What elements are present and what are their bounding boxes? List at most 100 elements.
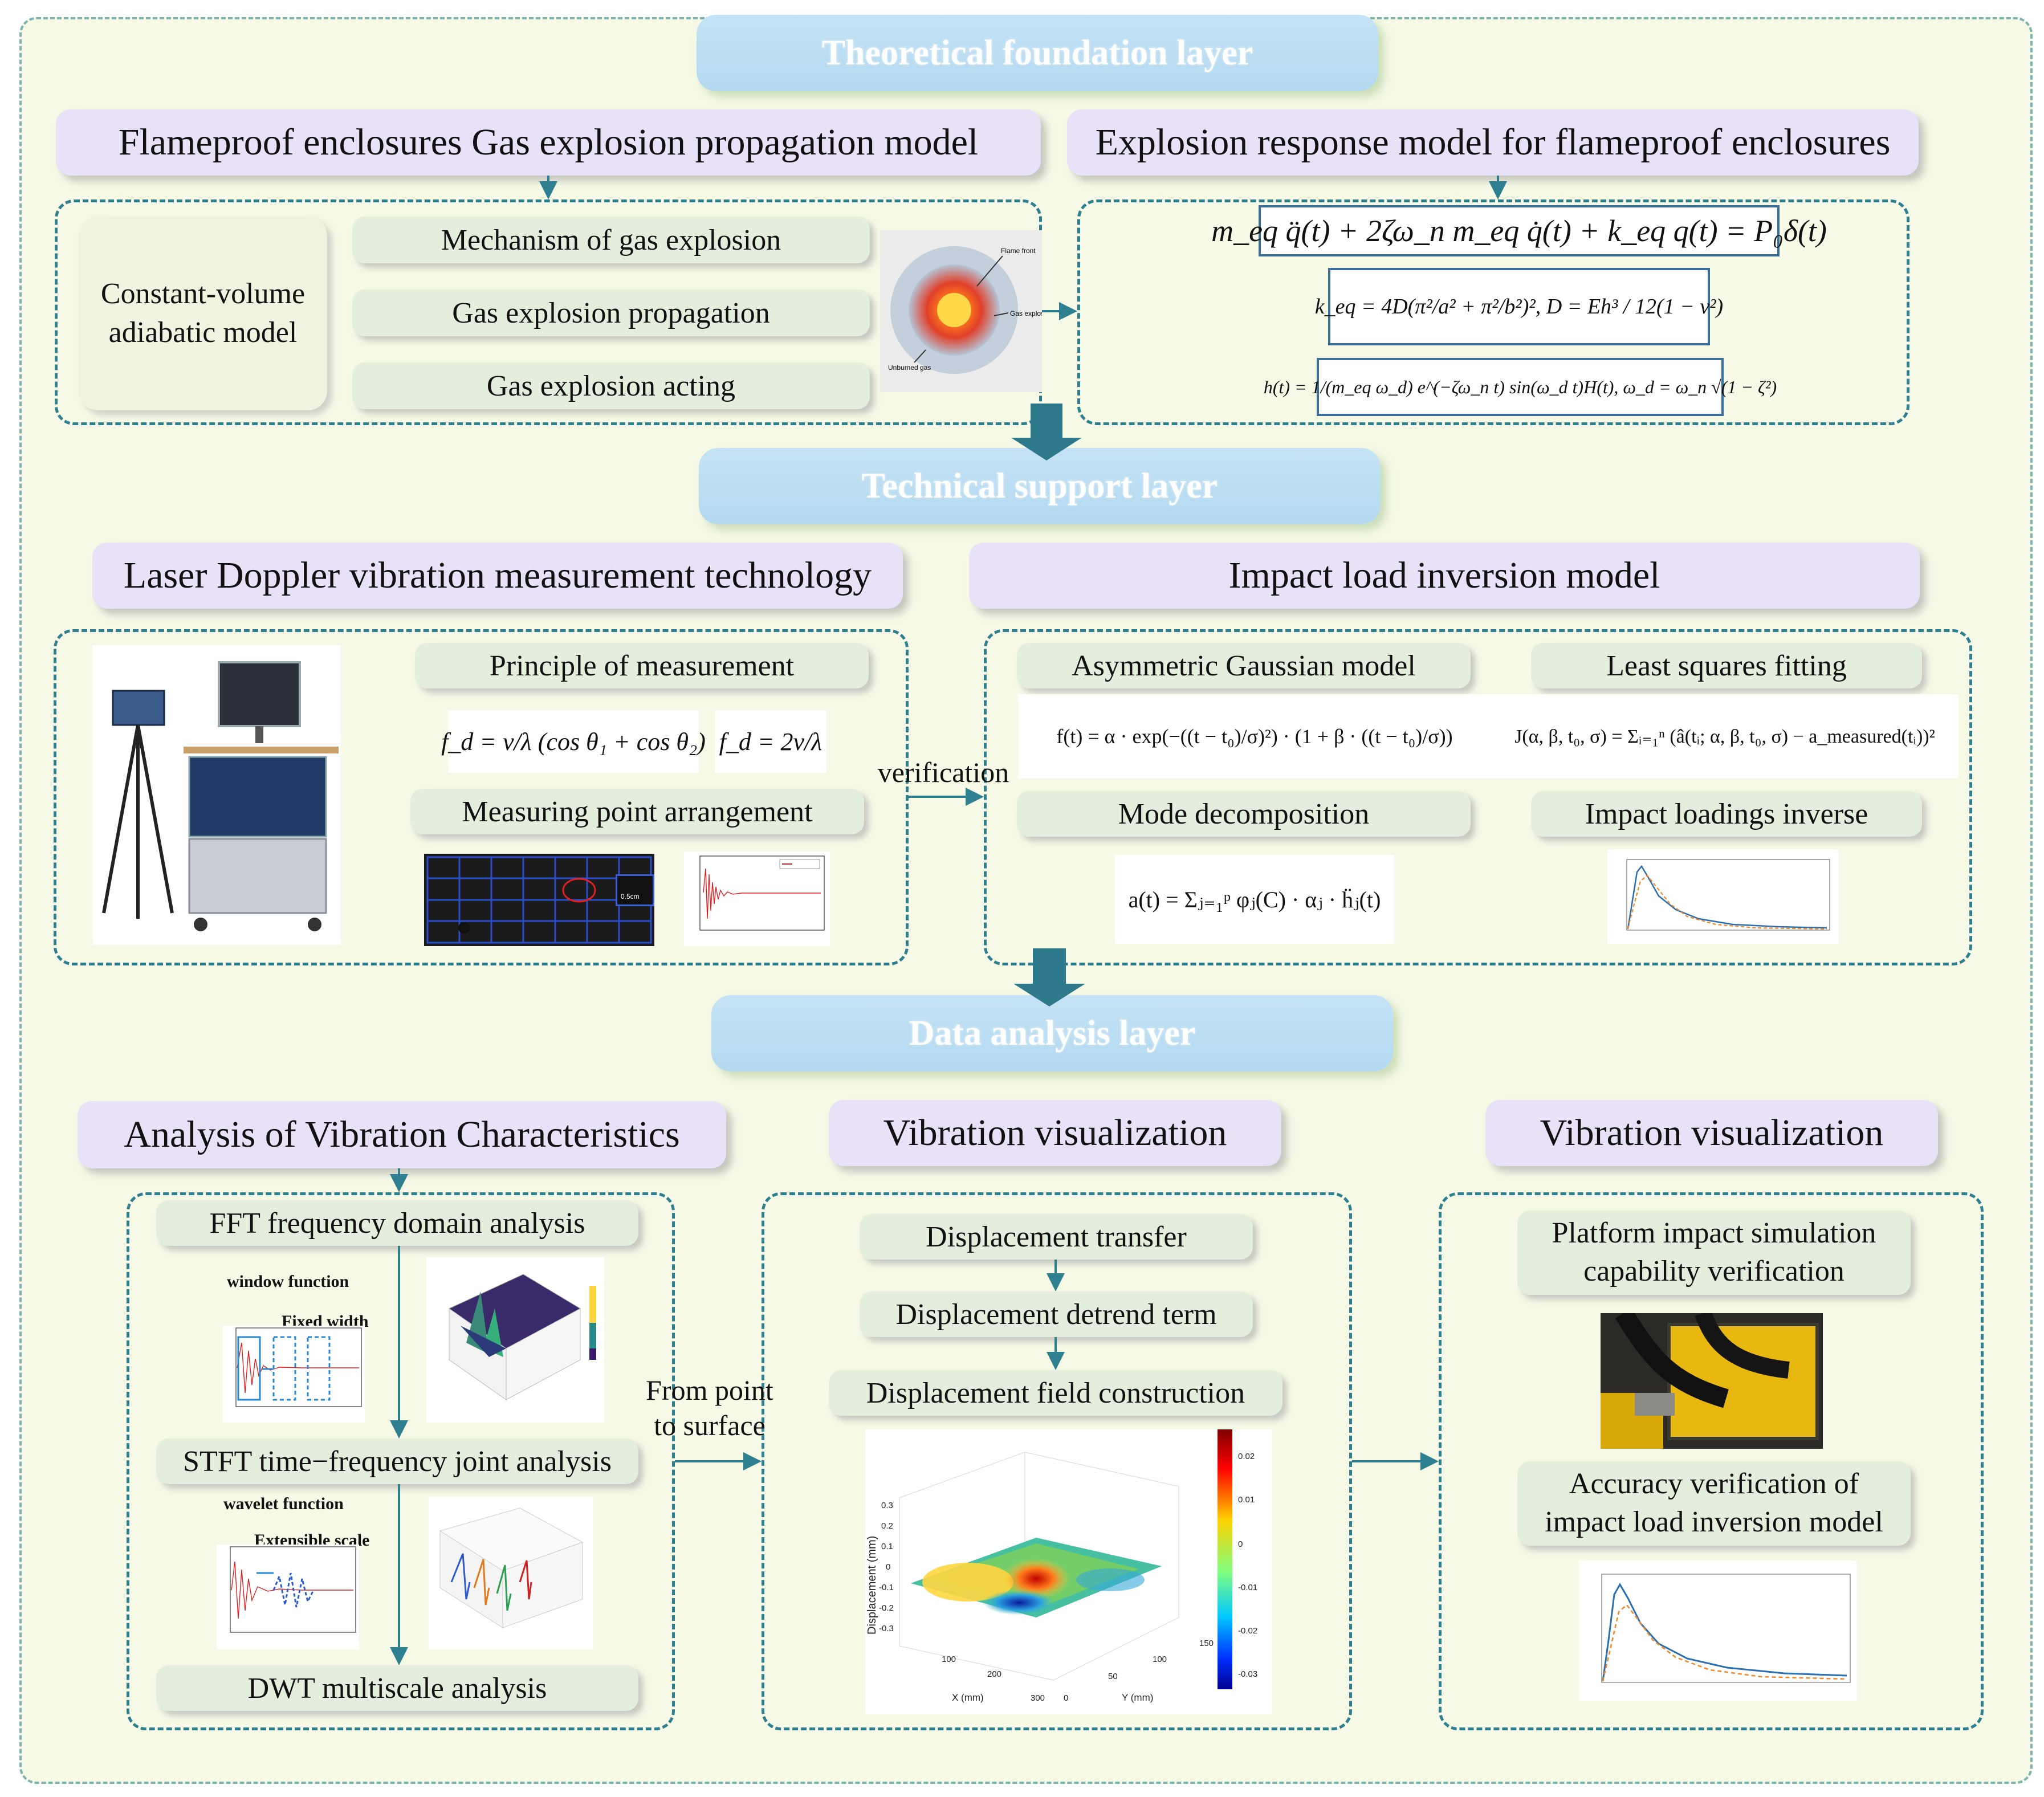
pressure-comparison-plot-large bbox=[1579, 1560, 1857, 1701]
group-vibration-visualization bbox=[762, 1192, 1352, 1730]
flame-core bbox=[937, 293, 971, 327]
svg-text:0: 0 bbox=[886, 1562, 890, 1572]
signal-trace bbox=[703, 868, 821, 919]
grid-lines bbox=[426, 856, 652, 944]
formula-equation-of-motion: m_eq q̈(t) + 2ζω_n m_eq q̇(t) + k_eq q(t… bbox=[1211, 205, 1827, 256]
dwt-level-3 bbox=[496, 1564, 512, 1611]
svg-text:100: 100 bbox=[1153, 1655, 1167, 1664]
title-explosion-response-model: Explosion response model for flameproof … bbox=[1067, 109, 1919, 176]
svg-text:-0.3: -0.3 bbox=[879, 1624, 894, 1633]
box-constant-volume-adiabatic-model: Constant-volume adiabatic model bbox=[79, 217, 327, 410]
label-verification: verification bbox=[877, 756, 1009, 788]
hydraulic-hose-2 bbox=[1695, 1310, 1790, 1379]
colorbar-tick-labels: 0.02 0.01 0 -0.01 -0.02 -0.03 bbox=[1238, 1452, 1257, 1679]
item-gas-explosion-acting: Gas explosion acting bbox=[352, 362, 870, 409]
item-mechanism-of-gas-explosion: Mechanism of gas explosion bbox=[352, 217, 870, 263]
impact-platform-photo bbox=[1601, 1307, 1823, 1449]
group-impact-load-inversion bbox=[984, 629, 1972, 965]
item-asymmetric-gaussian-model: Asymmetric Gaussian model bbox=[1017, 643, 1471, 688]
laser-vibrometer-equipment-photo bbox=[92, 645, 341, 945]
displacement-peak bbox=[1002, 1558, 1070, 1599]
label-gas-explosion: Gas explosion bbox=[1010, 309, 1042, 317]
label-flame-front: Flame front bbox=[1001, 247, 1036, 255]
svg-text:150: 150 bbox=[1199, 1639, 1214, 1648]
wavelet-signal-plot bbox=[217, 1545, 359, 1649]
title-analysis-of-vibration-characteristics: Analysis of Vibration Characteristics bbox=[78, 1101, 726, 1168]
item-fft-frequency-domain-analysis: FFT frequency domain analysis bbox=[156, 1200, 638, 1246]
title-laser-doppler-technology: Laser Doppler vibration measurement tech… bbox=[92, 543, 903, 609]
selected-point-marker bbox=[562, 878, 596, 903]
formula-impulse-response: h(t) = 1/(m_eq ω_d) e^(−ζω_n t) sin(ω_d … bbox=[1264, 358, 1777, 416]
label-from-point-to-surface: From point to surface bbox=[646, 1374, 773, 1442]
item-impact-loadings-inverse: Impact loadings inverse bbox=[1531, 791, 1922, 837]
group-vibration-characteristics bbox=[127, 1192, 675, 1730]
dwt-level-1 bbox=[450, 1553, 471, 1600]
label-window-function: window function bbox=[227, 1272, 349, 1291]
svg-text:200: 200 bbox=[987, 1669, 1001, 1679]
svg-text:0: 0 bbox=[1238, 1539, 1243, 1549]
measuring-point-zoom: 0.5cm bbox=[616, 874, 654, 906]
z-tick-labels: 0.3 0.2 0.1 0 -0.1 -0.2 -0.3 bbox=[879, 1501, 894, 1633]
fft-signal-trace bbox=[237, 1342, 359, 1393]
measured-pressure-curve bbox=[1627, 865, 1827, 930]
item-measuring-point-arrangement: Measuring point arrangement bbox=[410, 789, 864, 834]
formula-asymmetric-gaussian: f(t) = α · exp(−((t − t₀)/σ)²) · (1 + β … bbox=[1018, 694, 1491, 779]
svg-text:-0.2: -0.2 bbox=[879, 1603, 894, 1613]
svg-text:0.2: 0.2 bbox=[881, 1521, 893, 1531]
layer-data-analysis: Data analysis layer bbox=[711, 995, 1393, 1071]
svg-text:0.3: 0.3 bbox=[881, 1501, 893, 1510]
item-displacement-detrend-term: Displacement detrend term bbox=[860, 1291, 1253, 1337]
svg-text:0.01: 0.01 bbox=[1238, 1495, 1255, 1505]
title-impact-load-inversion-model: Impact load inversion model bbox=[969, 543, 1920, 609]
storage-case bbox=[188, 838, 327, 914]
svg-text:300: 300 bbox=[1031, 1693, 1045, 1703]
wavelet-shape bbox=[272, 1572, 315, 1608]
svg-text:50: 50 bbox=[1108, 1672, 1118, 1681]
monitor-screen bbox=[218, 661, 301, 727]
fft-3d-spectrum-plot bbox=[426, 1257, 604, 1423]
gas-explosion-illustration: Flame front Gas explosion Unburned gas bbox=[880, 230, 1053, 392]
item-stft-time-frequency-analysis: STFT time−frequency joint analysis bbox=[156, 1439, 638, 1484]
dwt-level-4 bbox=[519, 1560, 532, 1600]
controller-rack bbox=[188, 756, 327, 838]
svg-text:100: 100 bbox=[942, 1655, 956, 1664]
wavelet-signal-trace bbox=[231, 1561, 353, 1619]
measuring-scale-label: 0.5cm bbox=[621, 893, 640, 900]
svg-text:-0.03: -0.03 bbox=[1238, 1669, 1257, 1679]
z-axis-label: Displacement (mm) bbox=[866, 1536, 878, 1635]
title-vibration-visualization-2: Vibration visualization bbox=[1485, 1100, 1938, 1166]
item-platform-impact-simulation-verification: Platform impact simulation capability ve… bbox=[1517, 1211, 1911, 1295]
item-displacement-field-construction: Displacement field construction bbox=[829, 1370, 1282, 1416]
item-displacement-transfer: Displacement transfer bbox=[860, 1214, 1253, 1260]
displacement-field-3d-plot: 0.3 0.2 0.1 0 -0.1 -0.2 -0.3 Displacemen… bbox=[865, 1429, 1272, 1714]
colorbar bbox=[1218, 1429, 1232, 1689]
fft-window-signal-plot bbox=[222, 1326, 365, 1423]
item-principle-of-measurement: Principle of measurement bbox=[415, 643, 869, 688]
formula-doppler-frequency: f_d = v/λ (cos θ₁ + cos θ₂) bbox=[441, 710, 706, 773]
svg-text:-0.02: -0.02 bbox=[1238, 1626, 1257, 1636]
vibration-signal-plot bbox=[684, 851, 830, 946]
item-dwt-multiscale-analysis: DWT multiscale analysis bbox=[156, 1665, 638, 1711]
svg-text:0.1: 0.1 bbox=[881, 1542, 893, 1551]
x-tick-labels: 100 200 300 bbox=[942, 1655, 1045, 1703]
pressure-comparison-plot-small bbox=[1607, 849, 1839, 944]
hydraulic-hose-1 bbox=[1615, 1307, 1729, 1408]
group-laser-doppler bbox=[54, 629, 909, 965]
label-unburned-gas: Unburned gas bbox=[888, 364, 931, 372]
layer-theoretical-foundation: Theoretical foundation layer bbox=[697, 15, 1378, 91]
formula-doppler-frequency-simplified: f_d = 2v/λ bbox=[715, 710, 826, 773]
formula-mode-decomposition: a(t) = Σⱼ₌₁ᵖ φⱼ(C) · αⱼ · ḧⱼ(t) bbox=[1115, 855, 1394, 944]
svg-text:0: 0 bbox=[1064, 1693, 1068, 1703]
layer-technical-support: Technical support layer bbox=[699, 448, 1381, 524]
item-mode-decomposition: Mode decomposition bbox=[1017, 791, 1471, 837]
laser-head bbox=[112, 690, 165, 726]
title-gas-explosion-propagation-model: Flameproof enclosures Gas explosion prop… bbox=[56, 109, 1041, 176]
dwt-level-2 bbox=[473, 1559, 490, 1606]
svg-text:0.02: 0.02 bbox=[1238, 1452, 1255, 1461]
inverted-pressure-curve bbox=[1627, 874, 1827, 930]
formula-least-squares-objective: J(α, β, t₀, σ) = Σᵢ₌₁ⁿ (â(tᵢ; α, β, t₀, … bbox=[1491, 694, 1959, 779]
item-gas-explosion-propagation: Gas explosion propagation bbox=[352, 290, 870, 336]
svg-text:-0.01: -0.01 bbox=[1238, 1583, 1257, 1592]
svg-text:-0.1: -0.1 bbox=[879, 1583, 894, 1592]
label-wavelet-function: wavelet function bbox=[223, 1494, 344, 1513]
